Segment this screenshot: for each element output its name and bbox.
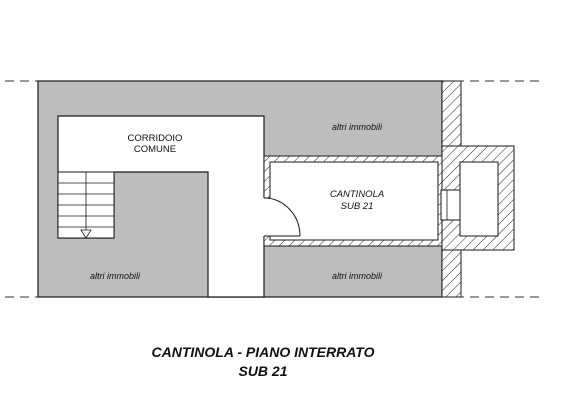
corridoio-label: CORRIDOIO xyxy=(128,133,183,144)
caption-subtitle: SUB 21 xyxy=(238,363,288,379)
altri-immobili-top-right: altri immobili xyxy=(332,122,383,132)
door-opening xyxy=(262,198,272,236)
cantinola-room xyxy=(269,161,439,241)
caption-title: CANTINOLA - PIANO INTERRATO xyxy=(151,344,375,360)
cantinola-label: CANTINOLA xyxy=(330,189,384,200)
comune-label: COMUNE xyxy=(134,144,176,155)
altri-immobili-bottom-right: altri immobili xyxy=(332,271,383,281)
door-swing-arc xyxy=(263,197,301,237)
sub-21-label: SUB 21 xyxy=(341,201,374,212)
right-wall-lower xyxy=(441,245,462,298)
stair-direction-arrow-icon xyxy=(80,229,92,239)
altri-immobili-bottom-left: altri immobili xyxy=(90,271,141,281)
staircase xyxy=(57,171,115,239)
light-well-interior xyxy=(459,161,499,237)
right-wall-upper xyxy=(441,80,462,157)
window xyxy=(440,189,461,221)
